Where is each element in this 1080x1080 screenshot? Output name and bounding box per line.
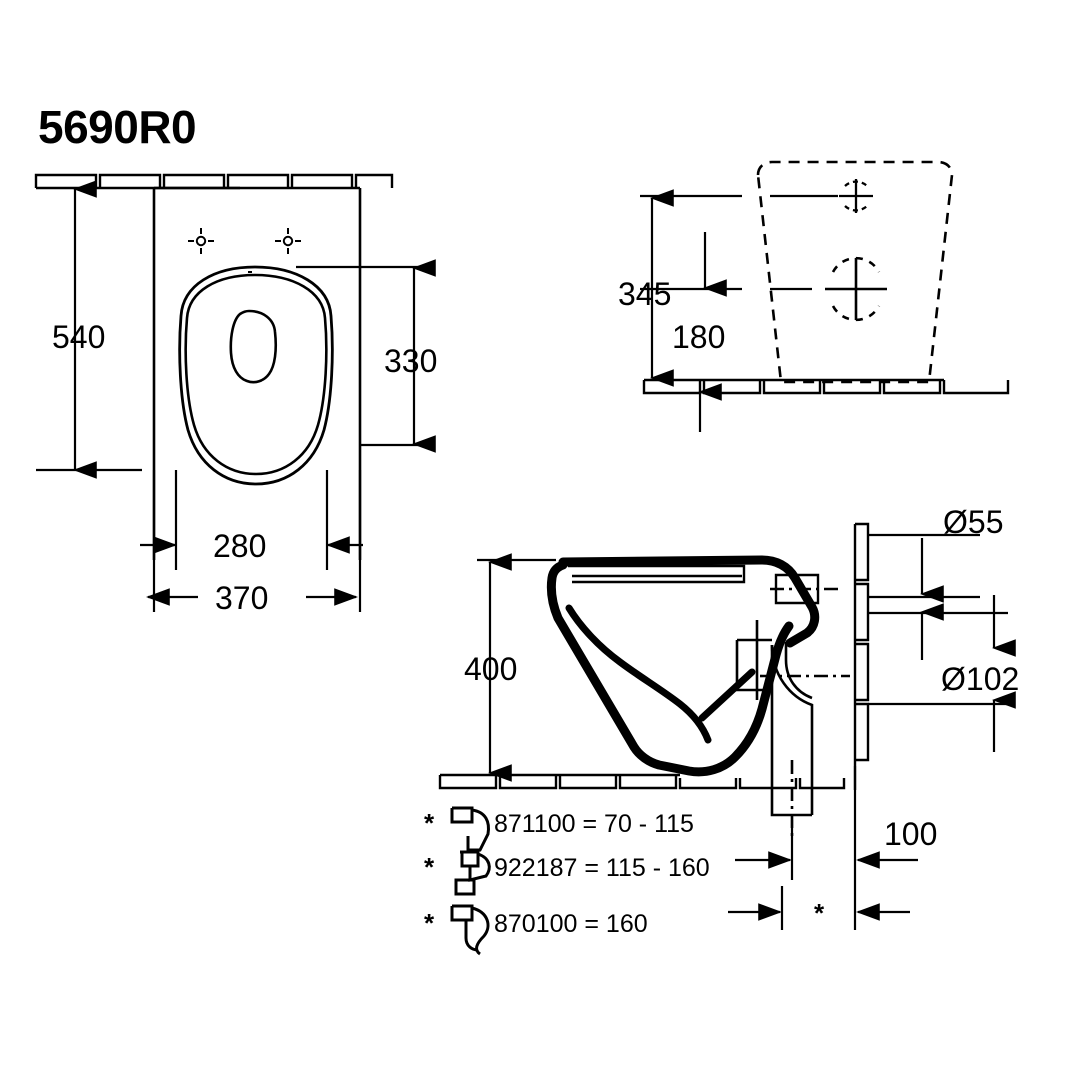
bowl-rim-outline [558,555,820,648]
rear-body-dashed-outline [756,160,954,384]
outlet-flange [735,620,772,700]
pipe-offset-icon [454,850,491,896]
rear-view: 345 180 [618,160,1010,432]
plan-wall-symbol [34,173,394,190]
dimension-370: 370 [146,470,362,616]
dimension-345: 345 [618,189,674,387]
connector-legend: * 871100 = 70 - 115 * 922187 = 115 - 160 [424,806,710,956]
dimension-280-label: 280 [213,528,266,564]
legend-marker-2: * [424,852,435,882]
dimension-d55-label: Ø55 [943,504,1003,540]
dimension-d102-label: Ø102 [941,661,1019,697]
page-title: 5690R0 [38,101,196,153]
dimension-540-label: 540 [52,319,105,355]
dimension-330: 330 [296,259,437,453]
dimension-d55: Ø55 [868,504,1003,660]
dimension-400: 400 [464,553,556,782]
side-section-view: 400 Ø55 Ø102 [438,504,1019,930]
dimension-370-label: 370 [215,580,268,616]
legend-text-2: 922187 = 115 - 160 [494,854,710,882]
dimension-330-label: 330 [384,343,437,379]
legend-item-2: * 922187 = 115 - 160 [424,850,710,896]
dimension-180: 180 [672,232,727,432]
waste-outlet-crosshair [825,256,887,322]
bowl-trap-outline [698,668,756,722]
seat-plate [568,564,746,584]
side-wall-symbol [853,522,870,790]
plan-body-outline [152,186,362,560]
legend-marker-3: * [424,908,435,938]
rear-floor-symbol [642,378,1010,395]
bowl-aperture-outline [229,309,278,384]
side-floor-symbol [438,773,846,790]
legend-item-3: * 870100 = 160 [424,904,648,956]
dimension-400-label: 400 [464,651,517,687]
dimension-540: 540 [36,180,142,479]
dimension-100: 100 [735,816,937,880]
dimension-variable-label: * [814,898,825,928]
dimension-100-label: 100 [884,816,937,852]
seat-outer-outline [178,265,334,486]
plan-view: 540 330 280 [34,173,437,616]
legend-marker-1: * [424,808,435,838]
water-inlet-crosshair [839,179,873,213]
dimension-180-label: 180 [672,319,725,355]
dimension-345-label: 345 [618,276,671,312]
bowl-section-outline [546,560,794,777]
seat-inner-outline [184,273,328,476]
inlet-fitting-detail [770,573,840,605]
fixing-hole-left [188,228,214,254]
legend-item-1: * 871100 = 70 - 115 [424,806,694,852]
dimension-280: 280 [140,470,363,570]
pipe-elbow-icon [450,806,490,852]
pipe-bend-icon [450,904,490,956]
dimension-d102: Ø102 [868,595,1019,752]
legend-text-1: 871100 = 70 - 115 [494,810,694,838]
dimension-variable: * [728,886,910,930]
bowl-inner-wall [565,604,712,744]
legend-text-3: 870100 = 160 [494,910,648,938]
fixing-hole-right [275,228,301,254]
